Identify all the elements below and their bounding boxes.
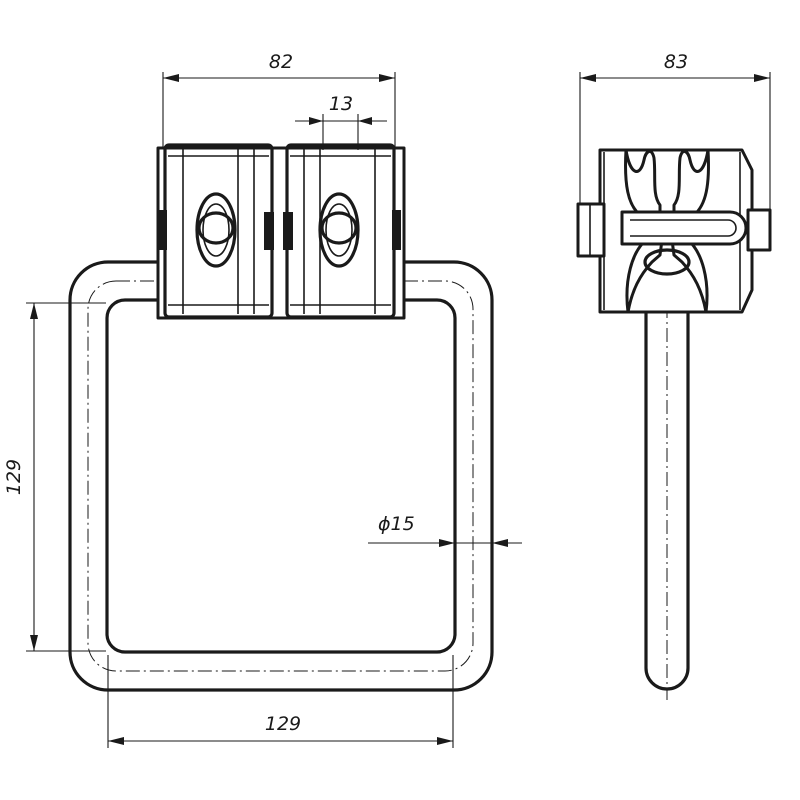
dimension-83-label: 83: [664, 51, 688, 73]
side-view: 83: [576, 51, 772, 700]
dimension-129-vertical-label: 129: [3, 459, 25, 495]
clamp-left: [158, 143, 274, 319]
dimension-diameter-15: ϕ15: [368, 513, 522, 547]
square-frame: [68, 260, 494, 692]
clamp-block: [156, 143, 406, 320]
dimension-82-label: 82: [269, 51, 293, 73]
front-view: 82 13 129 129: [3, 51, 522, 748]
side-jaw-top: [624, 148, 710, 217]
dimension-129-horizontal-label: 129: [265, 713, 301, 735]
dimension-13: 13: [295, 93, 387, 150]
dimension-129-horizontal: 129: [107, 655, 454, 748]
dimension-129-vertical: 129: [3, 302, 106, 652]
clamp-right: [283, 143, 401, 319]
side-u-bolt: [576, 202, 772, 258]
dimension-83: 83: [579, 51, 771, 210]
side-rod: [644, 260, 690, 700]
dimension-13-label: 13: [329, 93, 353, 115]
dimension-82: 82: [162, 51, 396, 148]
dimension-diameter-label: ϕ15: [378, 513, 415, 535]
